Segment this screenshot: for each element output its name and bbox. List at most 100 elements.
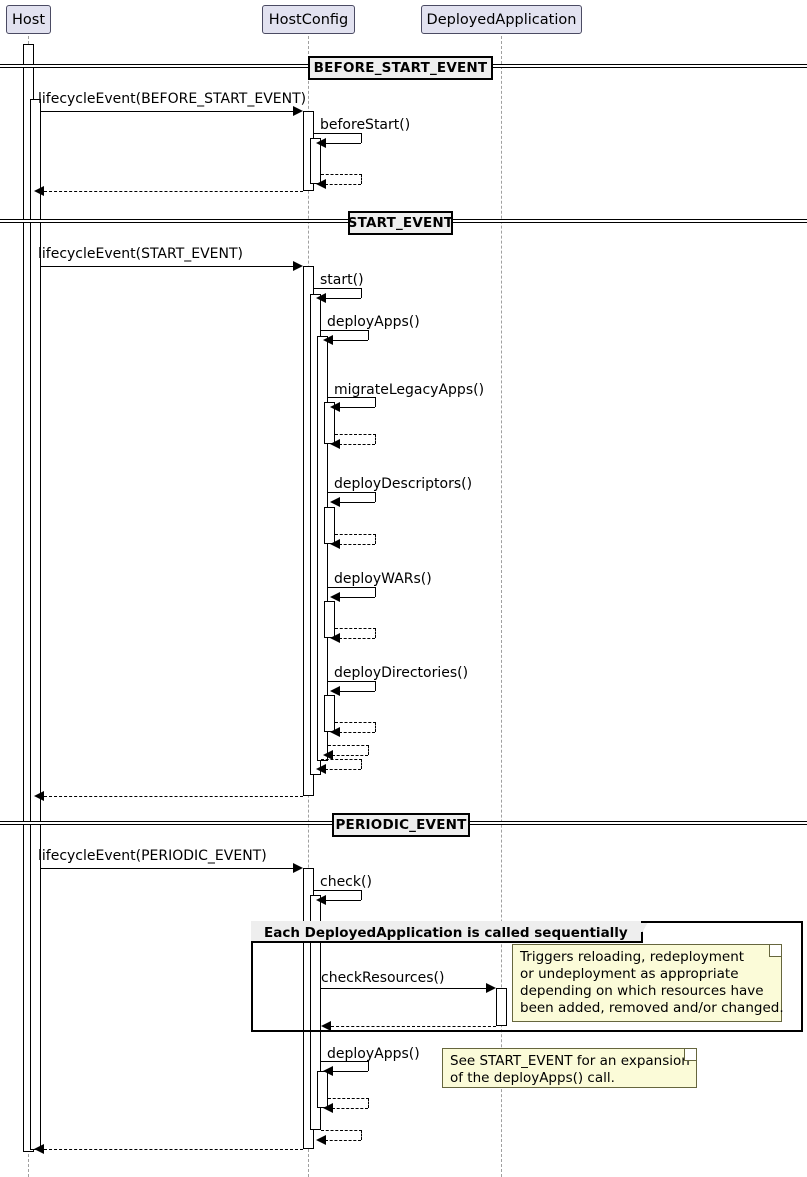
- lifeline-deployedapplication: [501, 36, 502, 1177]
- return-line-check-resources: [331, 1026, 496, 1027]
- message-line-directories-top: [328, 681, 376, 682]
- return-arrow-lifecycle-start: [34, 791, 44, 801]
- message-line-start-bottom: [325, 298, 361, 299]
- message-line-wars-top: [328, 587, 376, 588]
- note-fold-icon: [769, 945, 781, 957]
- return-arrow-start: [316, 764, 326, 774]
- note-check-resources-line-4: been added, removed and/or changed.: [520, 1000, 784, 1016]
- return-line-check-top: [321, 1130, 362, 1131]
- return-arrow-lifecycle-before-start: [34, 186, 44, 196]
- note-check-resources-line-3: depending on which resources have: [520, 983, 764, 999]
- return-line-lifecycle-before-start: [44, 191, 303, 192]
- return-line-deploy-apps-periodic-top: [328, 1098, 369, 1099]
- group-sequential-tab: [251, 921, 643, 943]
- separator-periodic-event: PERIODIC_EVENT: [332, 813, 470, 837]
- message-line-deploy-apps-top: [321, 330, 369, 331]
- activation-migrate-legacy-apps: [324, 402, 335, 444]
- return-arrow-migrate: [330, 439, 340, 449]
- participant-hostconfig-label: HostConfig: [268, 11, 349, 28]
- message-arrow-deploy-apps: [323, 335, 333, 345]
- return-line-migrate-bottom: [339, 444, 375, 445]
- message-line-before-start-bottom: [325, 143, 361, 144]
- message-line-check-top: [314, 890, 362, 891]
- return-line-deploy-apps-top: [328, 745, 369, 746]
- participant-deployedapplication[interactable]: DeployedApplication: [421, 5, 582, 34]
- message-vert-directories: [375, 681, 376, 691]
- message-arrow-migrate: [330, 402, 340, 412]
- activation-deploy-wars: [324, 601, 335, 638]
- message-vert-check: [361, 890, 362, 900]
- return-line-directories-bottom: [339, 732, 375, 733]
- activation-deployedapplication-check-resources: [496, 988, 507, 1026]
- message-label-before-start: beforeStart(): [320, 117, 411, 133]
- message-label-deploy-apps-periodic: deployApps(): [327, 1046, 420, 1062]
- message-arrow-lifecycle-start: [293, 261, 303, 271]
- return-arrow-check: [316, 1135, 326, 1145]
- participant-host[interactable]: Host: [6, 5, 51, 34]
- message-label-deploy-directories: deployDirectories(): [334, 665, 469, 681]
- note-check-resources-line-2: or undeployment as appropriate: [520, 966, 739, 982]
- return-line-deploy-apps-periodic-bottom: [332, 1108, 368, 1109]
- message-line-before-start-top: [314, 133, 362, 134]
- return-vert-migrate: [375, 434, 376, 444]
- message-arrow-directories: [330, 686, 340, 696]
- message-vert-descriptors: [375, 492, 376, 502]
- message-arrow-descriptors: [330, 497, 340, 507]
- return-vert-descriptors: [375, 534, 376, 544]
- return-line-before-start-top: [321, 174, 362, 175]
- activation-hostconfig-before-start-nested: [310, 138, 321, 184]
- message-arrow-lifecycle-before-start: [293, 106, 303, 116]
- message-label-deploy-wars: deployWARs(): [334, 571, 432, 587]
- message-label-check: check(): [320, 874, 372, 890]
- message-line-descriptors-top: [328, 492, 376, 493]
- message-label-lifecycle-start: lifecycleEvent(START_EVENT): [38, 246, 244, 262]
- message-line-lifecycle-start: [41, 266, 296, 267]
- message-line-deploy-apps-periodic-bottom: [332, 1071, 368, 1072]
- message-vert-migrate: [375, 397, 376, 407]
- return-arrow-check-resources: [321, 1021, 331, 1031]
- activation-hostconfig-start-l2: [317, 336, 328, 761]
- return-line-deploy-apps-bottom: [332, 755, 368, 756]
- note-check-resources: Triggers reloading, redeployment or unde…: [512, 944, 784, 1022]
- return-line-migrate-top: [335, 434, 376, 435]
- return-arrow-lifecycle-periodic: [34, 1144, 44, 1154]
- message-vert-wars: [375, 587, 376, 597]
- message-line-wars-bottom: [339, 597, 375, 598]
- return-line-directories-top: [335, 722, 376, 723]
- activation-hostconfig-periodic-l2: [317, 1071, 328, 1108]
- message-line-lifecycle-before-start: [41, 111, 296, 112]
- participant-hostconfig[interactable]: HostConfig: [262, 5, 355, 34]
- return-line-wars-bottom: [339, 638, 375, 639]
- note-fold-icon-2: [684, 1049, 696, 1061]
- return-vert-before-start: [361, 174, 362, 184]
- message-vert-deploy-apps-periodic: [368, 1061, 369, 1071]
- return-vert-wars: [375, 628, 376, 638]
- message-label-deploy-apps: deployApps(): [327, 314, 420, 330]
- return-line-start-top: [321, 759, 362, 760]
- message-line-migrate-bottom: [339, 407, 375, 408]
- message-line-directories-bottom: [339, 691, 375, 692]
- message-arrow-lifecycle-periodic: [293, 863, 303, 873]
- separator-before-start-event: BEFORE_START_EVENT: [308, 56, 493, 80]
- message-label-lifecycle-periodic: lifecycleEvent(PERIODIC_EVENT): [38, 848, 267, 864]
- separator-periodic-event-label: PERIODIC_EVENT: [335, 817, 467, 833]
- message-line-check-bottom: [325, 900, 361, 901]
- separator-start-event: START_EVENT: [348, 211, 453, 235]
- message-arrow-check: [316, 895, 326, 905]
- note-deploy-apps-line-2: of the deployApps() call.: [450, 1070, 615, 1086]
- message-label-migrate-legacy-apps: migrateLegacyApps(): [334, 382, 485, 398]
- note-deploy-apps: See START_EVENT for an expansion of the …: [442, 1048, 697, 1088]
- return-vert-deploy-apps-periodic: [368, 1098, 369, 1108]
- message-line-descriptors-bottom: [339, 502, 375, 503]
- return-arrow-directories: [330, 727, 340, 737]
- return-vert-start: [361, 759, 362, 769]
- activation-hostconfig-periodic-l1: [310, 895, 321, 1130]
- return-line-lifecycle-periodic: [44, 1149, 303, 1150]
- return-line-before-start-bottom: [325, 184, 361, 185]
- message-line-deploy-apps-periodic-top: [321, 1061, 369, 1062]
- message-line-start-top: [314, 288, 362, 289]
- return-line-wars-top: [335, 628, 376, 629]
- separator-before-start-event-label: BEFORE_START_EVENT: [313, 60, 488, 76]
- activation-deploy-descriptors: [324, 507, 335, 544]
